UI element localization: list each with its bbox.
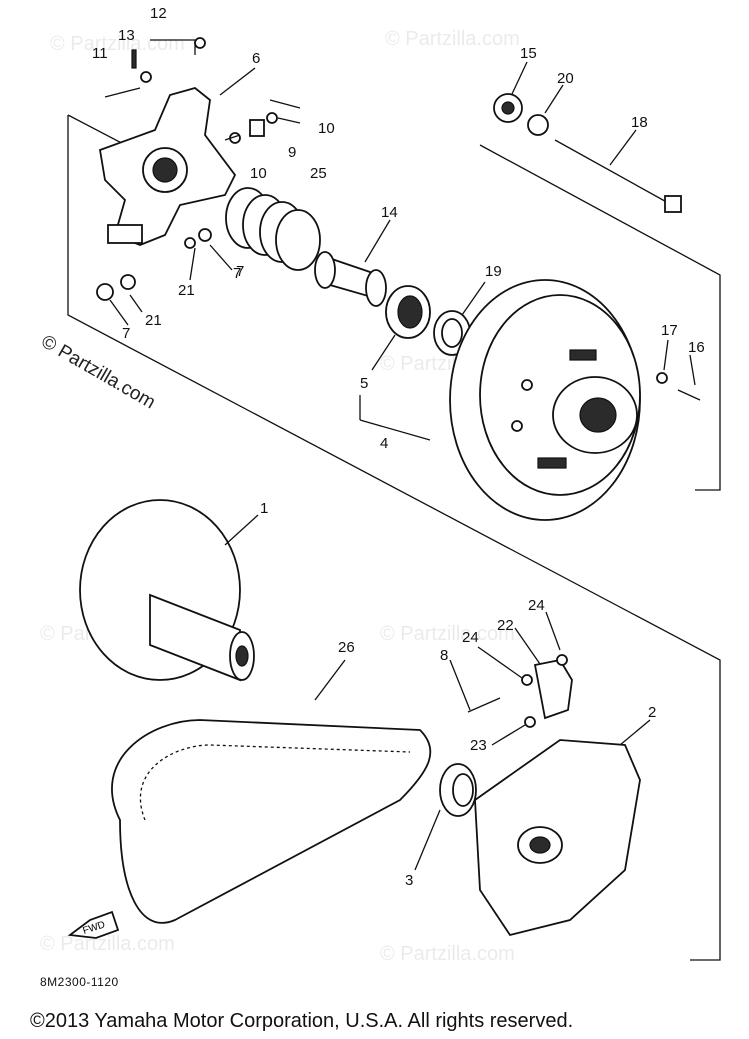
callout-2: 2 bbox=[648, 704, 656, 721]
partzilla-watermark: © Partzilla.com bbox=[38, 331, 159, 413]
callout-10a: 10 bbox=[318, 120, 335, 137]
callout-22: 22 bbox=[497, 617, 514, 634]
callout-1: 1 bbox=[260, 500, 268, 517]
watermark-text: © Partzilla.com bbox=[380, 943, 515, 965]
callout-18: 18 bbox=[631, 114, 648, 131]
callout-19: 19 bbox=[485, 263, 502, 280]
callout-26: 26 bbox=[338, 639, 355, 656]
callout-12: 12 bbox=[150, 5, 167, 22]
callout-20: 20 bbox=[557, 70, 574, 87]
callout-7a: 7 bbox=[233, 265, 241, 282]
callout-21a: 21 bbox=[178, 282, 195, 299]
primary-sheave bbox=[449, 279, 641, 521]
callout-7b: 7 bbox=[122, 325, 130, 342]
spring-part-25 bbox=[225, 187, 321, 271]
callout-17: 17 bbox=[661, 322, 678, 339]
copyright-notice: ©2013 Yamaha Motor Corporation, U.S.A. A… bbox=[30, 1010, 574, 1032]
callout-15: 15 bbox=[520, 45, 537, 62]
callout-23: 23 bbox=[470, 737, 487, 754]
leader-lines bbox=[109, 61, 696, 871]
secondary-clutch-part-2 bbox=[474, 739, 641, 937]
small-fasteners bbox=[96, 37, 278, 301]
callout-6: 6 bbox=[252, 50, 260, 67]
callout-labels: 1 2 3 4 5 6 7 7 7 8 9 10 10 11 12 13 14 … bbox=[92, 5, 705, 889]
drawing-code: 8M2300-1120 bbox=[40, 975, 119, 989]
callout-8: 8 bbox=[440, 647, 448, 664]
callout-24b: 24 bbox=[528, 597, 545, 614]
watermark-text: © Partzilla.com bbox=[50, 33, 185, 55]
callout-5: 5 bbox=[360, 375, 368, 392]
watermark-text: © Partzilla.com bbox=[385, 28, 520, 50]
spider-part-6 bbox=[98, 87, 237, 246]
callout-10b: 10 bbox=[250, 165, 267, 182]
callout-24a: 24 bbox=[462, 629, 479, 646]
upper-right-fasteners bbox=[493, 93, 701, 401]
callout-3: 3 bbox=[405, 872, 413, 889]
callout-11: 11 bbox=[92, 45, 108, 62]
callout-4: 4 bbox=[380, 435, 388, 452]
fwd-arrow-icon: FWD bbox=[67, 910, 120, 939]
sleeve-part-14 bbox=[314, 251, 387, 307]
bracket-part-22 bbox=[467, 654, 573, 728]
callout-9: 9 bbox=[288, 144, 296, 161]
watermark-text: © Partzilla.com bbox=[40, 933, 175, 955]
callout-16: 16 bbox=[688, 339, 705, 356]
callout-21b: 21 bbox=[145, 312, 162, 329]
callout-14: 14 bbox=[381, 204, 398, 221]
callout-7c: 7 bbox=[236, 263, 244, 280]
drive-belt-part-26 bbox=[111, 719, 432, 924]
ring-part-3 bbox=[439, 763, 477, 817]
bushings bbox=[385, 285, 471, 356]
callout-25: 25 bbox=[310, 165, 327, 182]
watermark-text: © Partzilla.com bbox=[380, 623, 515, 645]
callout-13: 13 bbox=[118, 27, 135, 44]
secondary-sheave-part-1 bbox=[79, 499, 255, 682]
